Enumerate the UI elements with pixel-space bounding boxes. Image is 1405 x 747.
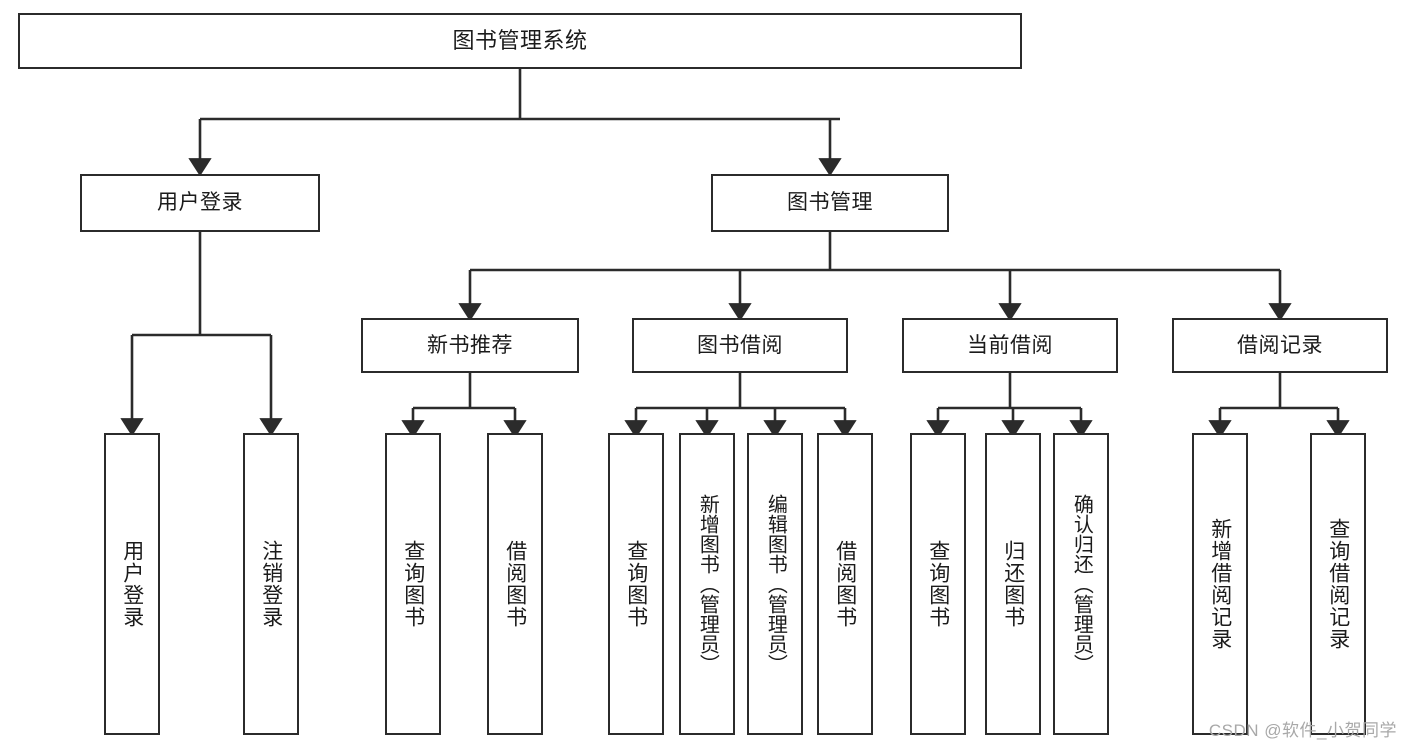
- node-leaf-query-book-b[interactable]: 查询图书: [608, 433, 664, 735]
- node-leaf-query-record-label: 查询借阅记录: [1326, 518, 1350, 650]
- node-leaf-confirm-return[interactable]: 确认归还（管理员）: [1053, 433, 1109, 735]
- node-leaf-add-record-label: 新增借阅记录: [1208, 518, 1232, 650]
- node-leaf-query-book-b-label: 查询图书: [624, 540, 648, 628]
- node-book-borrow[interactable]: 图书借阅: [632, 318, 848, 373]
- node-leaf-add-book[interactable]: 新增图书（管理员）: [679, 433, 735, 735]
- node-borrow-record[interactable]: 借阅记录: [1172, 318, 1388, 373]
- node-root-label: 图书管理系统: [452, 27, 588, 53]
- node-leaf-user-login-label: 用户登录: [120, 540, 144, 628]
- node-leaf-return-book[interactable]: 归还图书: [985, 433, 1041, 735]
- node-book-borrow-label: 图书借阅: [697, 333, 783, 357]
- node-leaf-edit-book[interactable]: 编辑图书（管理员）: [747, 433, 803, 735]
- node-user-login-label: 用户登录: [157, 191, 243, 215]
- node-user-login[interactable]: 用户登录: [80, 174, 320, 232]
- watermark-text: CSDN @软件_小贺同学: [1208, 721, 1397, 740]
- node-leaf-query-book-a-label: 查询图书: [401, 540, 425, 628]
- node-leaf-user-login[interactable]: 用户登录: [104, 433, 160, 735]
- node-leaf-user-logout-label: 注销登录: [259, 540, 283, 628]
- node-new-book-recommend[interactable]: 新书推荐: [361, 318, 579, 373]
- node-leaf-edit-book-label: 编辑图书（管理员）: [764, 494, 787, 674]
- node-current-borrow-label: 当前借阅: [967, 333, 1053, 357]
- node-borrow-record-label: 借阅记录: [1237, 333, 1323, 357]
- node-leaf-query-record[interactable]: 查询借阅记录: [1310, 433, 1366, 735]
- node-new-book-recommend-label: 新书推荐: [427, 333, 513, 357]
- node-leaf-query-book-c-label: 查询图书: [926, 540, 950, 628]
- node-leaf-add-book-label: 新增图书（管理员）: [696, 494, 719, 674]
- node-leaf-confirm-return-label: 确认归还（管理员）: [1070, 494, 1093, 674]
- node-book-manage-label: 图书管理: [787, 191, 873, 215]
- node-leaf-return-book-label: 归还图书: [1001, 540, 1025, 628]
- node-leaf-borrow-book-b[interactable]: 借阅图书: [817, 433, 873, 735]
- node-leaf-borrow-book-a[interactable]: 借阅图书: [487, 433, 543, 735]
- node-leaf-query-book-c[interactable]: 查询图书: [910, 433, 966, 735]
- node-book-manage[interactable]: 图书管理: [711, 174, 949, 232]
- node-leaf-add-record[interactable]: 新增借阅记录: [1192, 433, 1248, 735]
- node-leaf-borrow-book-b-label: 借阅图书: [833, 540, 857, 628]
- node-current-borrow[interactable]: 当前借阅: [902, 318, 1118, 373]
- node-leaf-borrow-book-a-label: 借阅图书: [503, 540, 527, 628]
- node-root[interactable]: 图书管理系统: [18, 13, 1022, 69]
- node-leaf-user-logout[interactable]: 注销登录: [243, 433, 299, 735]
- node-leaf-query-book-a[interactable]: 查询图书: [385, 433, 441, 735]
